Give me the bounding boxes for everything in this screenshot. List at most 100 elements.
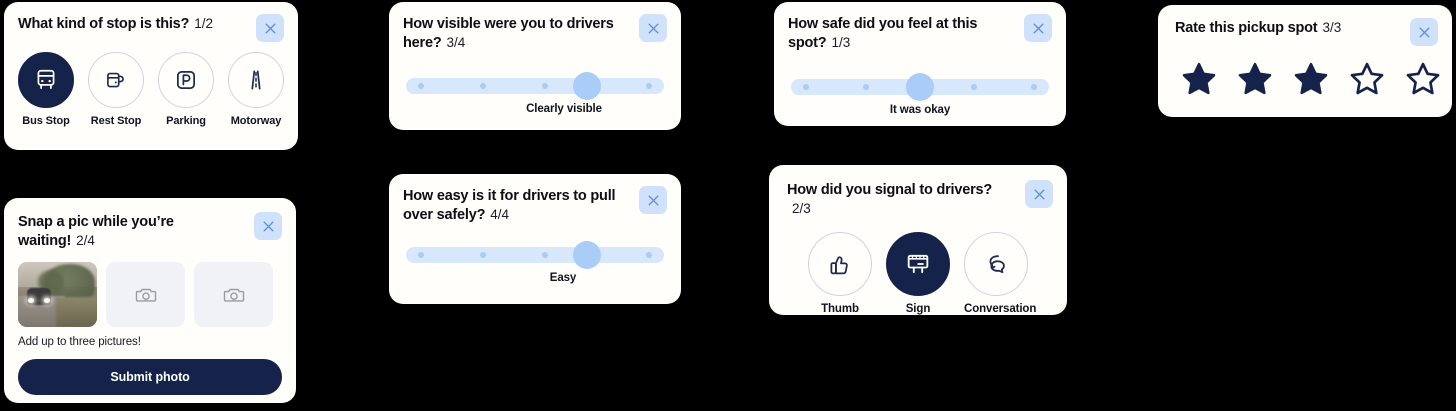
card-header: What kind of stop is this? 1/2: [4, 2, 298, 42]
option-label: Bus Stop: [22, 115, 70, 127]
card-stop-kind: What kind of stop is this?1/2 Bu: [4, 2, 298, 150]
step-counter: 1/2: [194, 16, 213, 31]
stop-kind-options: Bus Stop Rest Stop: [4, 42, 298, 127]
card-header: How easy is it for drivers to pull over …: [389, 174, 681, 224]
camera-placeholder-1[interactable]: [106, 262, 185, 328]
photo-tiles: [4, 250, 296, 328]
page-title: How easy is it for drivers to pull over …: [403, 188, 616, 223]
photo-thumbnail[interactable]: [18, 262, 97, 328]
slider-area: It was okay: [774, 52, 1066, 116]
slider-caption: Easy: [549, 272, 577, 285]
thumbs-up-icon: [830, 255, 848, 274]
step-counter: 4/4: [490, 206, 510, 222]
option-sign[interactable]: Sign: [886, 231, 950, 315]
card-header: How safe did you feel at this spot?1/3: [774, 2, 1066, 52]
card-visibility: How visible were you to drivers here?3/4…: [389, 2, 681, 130]
card-header: Rate this pickup spot 3/3: [1158, 5, 1452, 46]
submit-photo-button[interactable]: Submit photo: [18, 359, 282, 396]
card-header: How did you signal to drivers? 2/3: [769, 165, 1067, 218]
page-title: What kind of stop is this?: [18, 16, 190, 32]
motorway-icon: [251, 70, 261, 90]
card-safety: How safe did you feel at this spot?1/3 I…: [774, 2, 1066, 126]
option-label: Conversation: [964, 302, 1037, 315]
camera-icon: [223, 288, 244, 302]
slider-thumb[interactable]: [906, 73, 934, 102]
option-label: Thumb: [821, 302, 859, 315]
option-icon-wrap: [158, 52, 214, 108]
close-icon: [1032, 22, 1044, 34]
close-button[interactable]: [1024, 14, 1052, 42]
star-icon: [1238, 62, 1272, 95]
close-icon: [647, 194, 659, 206]
sign-board-icon: [907, 254, 929, 273]
camera-icon: [135, 288, 156, 302]
camera-placeholder-2[interactable]: [194, 262, 273, 328]
option-icon-wrap: [18, 52, 74, 108]
option-label: Rest Stop: [90, 115, 142, 127]
close-button[interactable]: [1410, 18, 1438, 46]
question-block: How did you signal to drivers? 2/3: [787, 181, 1017, 218]
star-icon: [1294, 62, 1328, 95]
close-icon: [1418, 26, 1430, 38]
slider-area: Clearly visible: [389, 52, 681, 115]
close-button[interactable]: [254, 212, 282, 240]
close-icon: [264, 22, 276, 34]
close-icon: [1033, 188, 1045, 200]
question-block: How visible were you to drivers here?3/4: [403, 15, 631, 52]
option-label: Sign: [905, 302, 931, 315]
slider-area: Easy: [389, 224, 681, 284]
slider-track[interactable]: [406, 241, 664, 270]
star-1-filled[interactable]: [1180, 60, 1218, 98]
slider-thumb[interactable]: [572, 241, 601, 270]
step-counter: 2/4: [76, 232, 95, 248]
question-block: Rate this pickup spot 3/3: [1175, 19, 1345, 38]
option-icon-wrap: [808, 231, 872, 296]
close-button[interactable]: [639, 14, 667, 42]
option-conversation[interactable]: Conversation: [964, 231, 1037, 315]
option-rest-stop[interactable]: Rest Stop: [88, 52, 144, 127]
option-label: Parking: [166, 115, 206, 127]
option-icon-wrap: [964, 231, 1028, 296]
star-rating: [1158, 46, 1452, 98]
close-button[interactable]: [1025, 180, 1053, 208]
question-block: How easy is it for drivers to pull over …: [403, 187, 631, 224]
close-icon: [262, 220, 274, 232]
page-title: How safe did you feel at this spot?: [788, 16, 978, 51]
step-counter: 3/3: [1322, 20, 1342, 35]
star-4-empty[interactable]: [1348, 60, 1386, 98]
option-parking[interactable]: Parking: [158, 52, 214, 127]
signal-options: Thumb Sign: [769, 218, 1067, 315]
step-counter: 3/4: [446, 34, 466, 50]
card-photo: Snap a pic while you’re waiting!2/4: [4, 198, 296, 403]
slider-thumb[interactable]: [572, 72, 601, 101]
star-outline-icon: [1406, 62, 1440, 95]
page-title: How visible were you to drivers here?: [403, 16, 614, 51]
bus-icon: [37, 69, 55, 89]
slider-caption: It was okay: [889, 104, 951, 117]
star-icon: [1182, 62, 1216, 95]
card-pull-over-ease: How easy is it for drivers to pull over …: [389, 174, 681, 304]
option-icon-wrap: [886, 231, 950, 296]
close-icon: [647, 22, 659, 34]
slider-track[interactable]: [791, 73, 1049, 102]
option-motorway[interactable]: Motorway: [228, 52, 284, 127]
option-thumb[interactable]: Thumb: [808, 231, 872, 315]
page-title: Rate this pickup spot: [1175, 20, 1318, 36]
option-bus-stop[interactable]: Bus Stop: [18, 52, 74, 127]
close-button[interactable]: [256, 14, 284, 42]
star-5-empty[interactable]: [1404, 60, 1442, 98]
star-outline-icon: [1350, 62, 1384, 95]
star-3-filled[interactable]: [1292, 60, 1330, 98]
page-title: How did you signal to drivers?: [787, 182, 993, 198]
card-header: Snap a pic while you’re waiting!2/4: [4, 198, 296, 250]
speech-bubbles-icon: [989, 254, 1005, 273]
card-header: How visible were you to drivers here?3/4: [389, 2, 681, 52]
star-2-filled[interactable]: [1236, 60, 1274, 98]
close-button[interactable]: [639, 186, 667, 214]
step-counter: 2/3: [792, 200, 811, 216]
slider-track[interactable]: [406, 72, 664, 101]
option-icon-wrap: [228, 52, 284, 108]
step-counter: 1/3: [831, 34, 851, 50]
card-signal-method: How did you signal to drivers? 2/3 Thumb: [769, 165, 1067, 315]
